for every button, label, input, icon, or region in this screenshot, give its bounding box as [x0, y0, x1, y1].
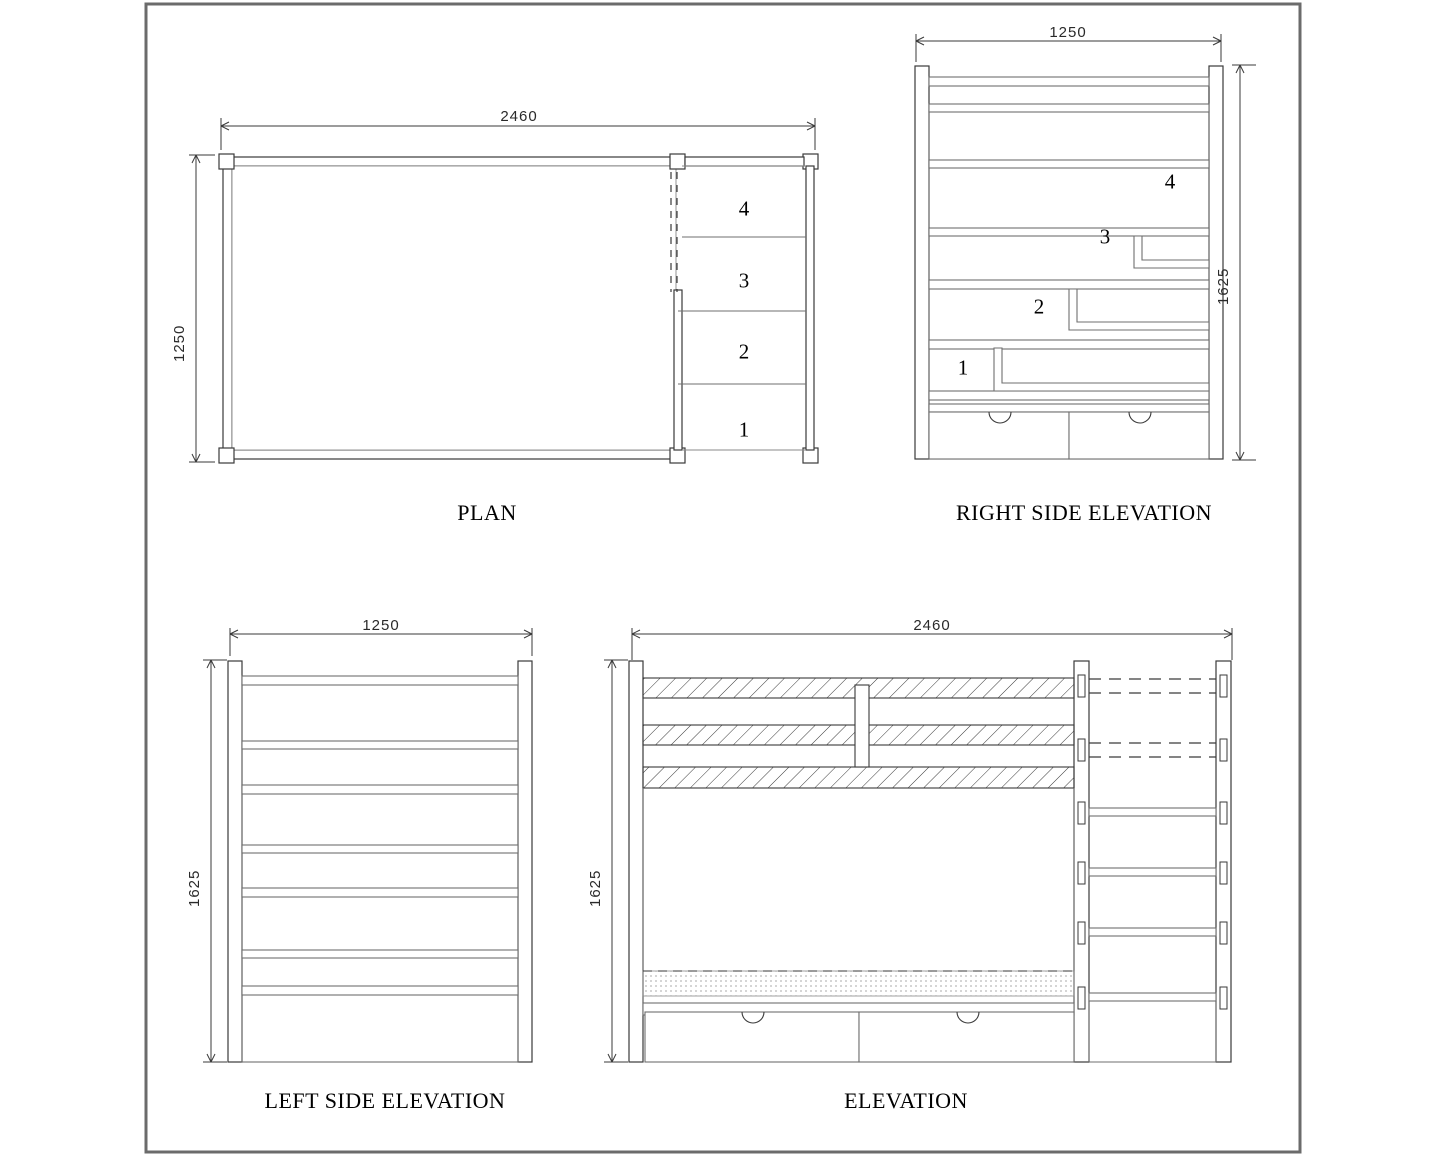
- plan-depth-dimension: [189, 154, 215, 463]
- elev-ladder-rungs: [1088, 807, 1217, 1002]
- plan-rung-label-2: 2: [738, 339, 750, 364]
- rse-drawers: [928, 411, 1210, 460]
- rse-step-2: [1068, 288, 1210, 331]
- rse-step-3: [1133, 235, 1210, 269]
- plan-ladder: [673, 156, 815, 451]
- rse-width-dimension: [915, 34, 1222, 62]
- right-side-elevation-title: RIGHT SIDE ELEVATION: [955, 500, 1213, 525]
- elev-posts: [628, 660, 1232, 1063]
- rse-step-1: [993, 347, 1210, 392]
- left-side-elevation-view: [203, 628, 533, 1063]
- plan-depth-label: 1250: [171, 324, 188, 362]
- rse-shelf-label-2: 2: [1033, 294, 1045, 319]
- elev-ladder-base: [1088, 1001, 1217, 1063]
- elev-height-label: 1625: [587, 869, 604, 907]
- elev-drawers: [642, 1002, 1075, 1063]
- elev-width-label: 2460: [913, 617, 951, 634]
- lse-height-dimension: [203, 659, 227, 1063]
- elev-ladder-hidden-rungs: [1089, 678, 1216, 758]
- elevation-title: ELEVATION: [844, 1088, 968, 1113]
- right-side-elevation-view: [914, 34, 1256, 461]
- plan-ladder-rungs: [678, 236, 806, 385]
- plan-rung-label-1: 1: [738, 417, 750, 442]
- lse-height-label: 1625: [186, 869, 203, 907]
- lse-shelves: [241, 675, 519, 996]
- left-side-elevation-title: LEFT SIDE ELEVATION: [264, 1088, 506, 1113]
- rse-posts: [914, 65, 1224, 460]
- lse-width-dimension: [229, 628, 533, 656]
- lse-posts: [227, 660, 533, 1063]
- elev-height-dimension: [604, 659, 628, 1063]
- elev-upper-bed-deck: [642, 766, 1075, 789]
- plan-view: [189, 118, 819, 464]
- plan-hidden-edge: [670, 172, 678, 292]
- lse-width-label: 1250: [362, 617, 400, 634]
- rse-width-label: 1250: [1049, 24, 1087, 41]
- plan-width-dimension: [220, 118, 816, 150]
- elev-guard-baluster: [854, 684, 870, 768]
- plan-rung-label-3: 3: [738, 268, 750, 293]
- plan-rung-label-4: 4: [738, 196, 750, 221]
- rse-height-dimension: [1232, 64, 1256, 461]
- rse-shelf-label-1: 1: [957, 355, 969, 380]
- rse-shelf-label-4: 4: [1164, 169, 1176, 194]
- elev-ladder-tenons: [1077, 674, 1228, 1010]
- rse-drawer-pulls: [988, 411, 1152, 424]
- elevation-view: [604, 628, 1233, 1063]
- elev-drawer-pulls: [741, 1011, 980, 1024]
- plan-view-title: PLAN: [457, 500, 517, 525]
- plan-bed-frame: [221, 156, 677, 460]
- plan-width-label: 2460: [500, 108, 538, 125]
- rse-height-label: 1625: [1215, 267, 1232, 305]
- rse-guard-rails: [928, 76, 1210, 169]
- elev-width-dimension: [631, 628, 1233, 660]
- rse-shelf-label-3: 3: [1099, 224, 1111, 249]
- sheet-border: [144, 2, 1302, 1154]
- elev-lower-mattress: [642, 970, 1075, 997]
